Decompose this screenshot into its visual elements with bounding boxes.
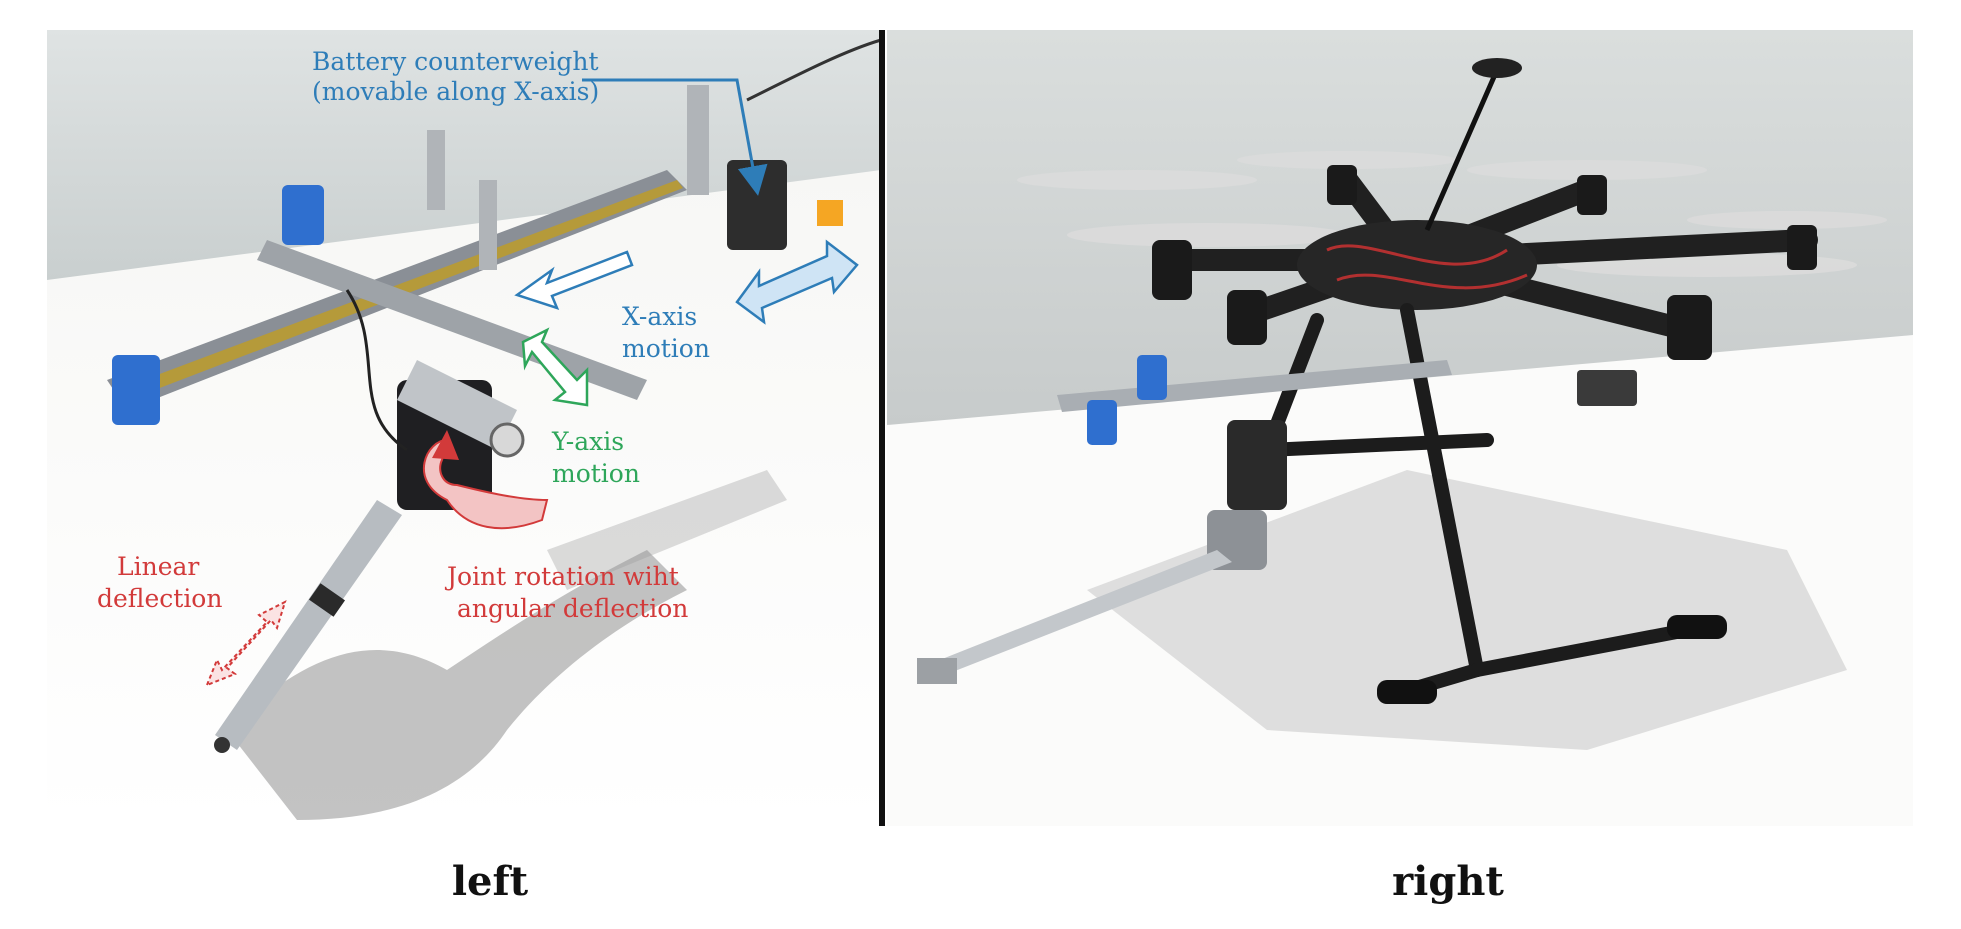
bracket-3 <box>687 85 709 195</box>
battery-pack <box>727 160 787 250</box>
x-axis-label-line2: motion <box>622 334 710 363</box>
arm-tip <box>214 737 230 753</box>
cable <box>746 38 881 102</box>
caption-right: right <box>1392 858 1504 905</box>
linear-label-line2: deflection <box>97 584 222 613</box>
arm-shadow <box>547 470 787 590</box>
bracket-2 <box>479 180 497 270</box>
motor-block-left <box>112 355 160 425</box>
y-axis-label-line2: motion <box>552 459 640 488</box>
joint-rotation-arrowhead <box>432 430 459 460</box>
linear-deflection-arrow <box>205 600 287 687</box>
bracket-1 <box>427 130 445 210</box>
motor-block <box>1137 355 1167 400</box>
panel-divider <box>879 30 885 826</box>
joint-label-line2: angular deflection <box>457 594 688 623</box>
left-photo-scene: Battery counterweight (movable along X-a… <box>47 30 881 826</box>
joint-label-line1: Joint rotation wiht <box>444 562 679 591</box>
drone-shadow <box>227 550 687 820</box>
motor-block-top <box>282 185 324 245</box>
caption-left: left <box>451 858 529 905</box>
joint-pin <box>489 422 525 458</box>
joint-housing <box>1227 420 1287 510</box>
battery-pointer <box>582 78 768 196</box>
motor-block <box>1087 400 1117 445</box>
cable <box>345 289 408 452</box>
right-photo <box>887 30 1913 826</box>
x-axis-label-line1: X-axis <box>622 302 697 331</box>
y-axis-double-arrow <box>521 327 589 407</box>
landing-foot <box>1667 615 1727 639</box>
arm-link <box>397 360 517 450</box>
battery-label-line2: (movable along X-axis) <box>312 77 599 106</box>
y-axis-label-line1: Y-axis <box>551 427 624 456</box>
left-photo: Battery counterweight (movable along X-a… <box>47 30 881 826</box>
table-surface <box>887 335 1913 826</box>
battery-pack <box>1577 370 1637 406</box>
x-axis-double-arrow <box>514 239 859 325</box>
arm-carriage <box>308 583 346 617</box>
linear-label-line1: Linear <box>117 552 199 581</box>
extension-arm <box>215 500 402 750</box>
extension-arm <box>927 550 1232 680</box>
center-plate <box>1297 220 1537 310</box>
motors <box>1152 165 1817 360</box>
gripper-tip <box>917 658 957 684</box>
battery-connector <box>817 200 843 226</box>
battery-label-line1: Battery counterweight <box>312 47 599 76</box>
gps-mast <box>1424 68 1500 232</box>
gps-module <box>1472 58 1522 78</box>
landing-foot <box>1377 680 1437 704</box>
joint-rotation-arrow <box>423 438 549 530</box>
wires <box>1326 244 1528 290</box>
right-photo-scene <box>887 30 1913 826</box>
